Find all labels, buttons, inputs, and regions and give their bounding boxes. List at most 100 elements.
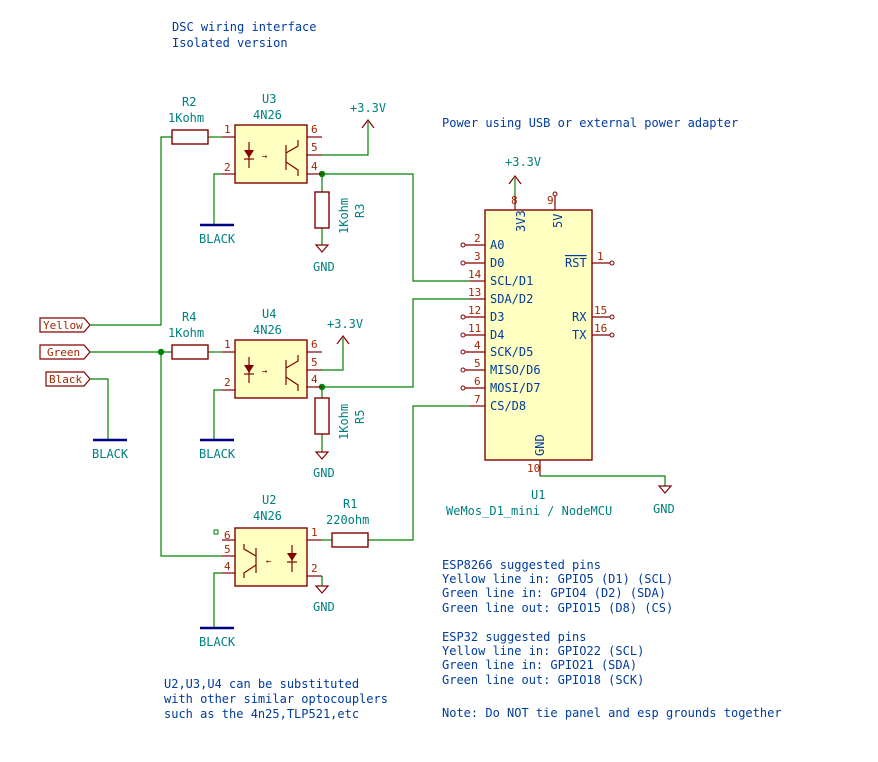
black-symbol-U4: BLACK [199, 438, 236, 461]
U1-pin-name-gnd: GND [533, 434, 547, 456]
black-label-4: BLACK [199, 635, 236, 649]
U1-pin-num-d3: 12 [468, 304, 481, 317]
U1-pin-num-d5: 4 [474, 339, 481, 352]
U1-pin-num-d2: 13 [468, 286, 481, 299]
R4-ref: R4 [182, 310, 196, 324]
U2-ref: U2 [262, 493, 276, 507]
U1-pin-name-d8: CS/D8 [490, 399, 526, 413]
black-label-1: BLACK [199, 232, 236, 246]
power-3v3-U4: +3.3V [327, 317, 363, 345]
U1-pin-name-rst: RST [565, 256, 587, 270]
resistor-R2[interactable]: R2 1Kohm [168, 95, 209, 145]
U1-pin-num-d0: 3 [474, 250, 481, 263]
wires [90, 122, 666, 628]
gnd-label-1: GND [313, 260, 335, 274]
power-3v3-label-2: +3.3V [327, 317, 363, 331]
esp8266-note-2: Green line in: GPIO4 (D2) (SDA) [442, 586, 666, 600]
U3-pin6: 6 [311, 123, 318, 136]
esp8266-note-3: Green line out: GPIO15 (D8) (CS) [442, 601, 673, 615]
U1-pin-num-d1: 14 [468, 268, 482, 281]
U1-right-pins: 1 15 16 RST RX TX [565, 250, 615, 342]
U4-pin2: 2 [224, 376, 231, 389]
power-3v3-label-3: +3.3V [505, 155, 541, 169]
optocoupler-U3[interactable]: U3 4N26 → 1 2 6 5 4 [222, 92, 322, 184]
U1-pin-name-a0: A0 [490, 238, 504, 252]
power-note: Power using USB or external power adapte… [442, 116, 738, 130]
gnd-label-4: GND [653, 502, 675, 516]
esp32-note-1: Yellow line in: GPIO22 (SCL) [442, 644, 644, 658]
gnd-label-2: GND [313, 466, 335, 480]
U1-pin-num-gnd: 10 [527, 462, 540, 475]
U1-pin-5v-name: 5V [551, 214, 565, 228]
R2-value: 1Kohm [168, 111, 204, 125]
esp32-note-2: Green line in: GPIO21 (SDA) [442, 658, 637, 672]
U4-pin1: 1 [224, 338, 231, 351]
gnd-symbol-R5: GND [313, 451, 335, 480]
U1-pin-name-tx: TX [572, 328, 587, 342]
gnd-symbol-U2: GND [313, 585, 335, 614]
U1-pin-name-d2: SDA/D2 [490, 292, 533, 306]
U1-value: WeMos_D1_mini / NodeMCU [446, 504, 612, 518]
esp8266-notes: ESP8266 suggested pins Yellow line in: G… [442, 558, 673, 615]
U3-pin1: 1 [224, 123, 231, 136]
R3-ref: R3 [353, 204, 367, 218]
R4-value: 1Kohm [168, 326, 204, 340]
module-U1[interactable]: 8 9 3V3 5V 2 3 14 13 12 11 4 5 6 7 A0 [446, 191, 615, 518]
U1-pin-name-d3: D3 [490, 310, 504, 324]
U1-pin-num-a0: 2 [474, 232, 481, 245]
net-label-black-text: Black [49, 373, 82, 386]
svg-text:→: → [262, 152, 268, 162]
U1-pin-name-rx: RX [572, 310, 587, 324]
optocoupler-U4[interactable]: U4 4N26 → 1 2 6 5 4 [222, 307, 322, 399]
U4-pin5: 5 [311, 356, 318, 369]
resistor-R1[interactable]: R1 220ohm [326, 497, 369, 548]
U1-pin-5v-num: 9 [547, 194, 554, 207]
black-label-2: BLACK [199, 447, 236, 461]
U1-pin-3v3-num: 8 [511, 194, 518, 207]
black-symbol-net: BLACK [92, 438, 129, 461]
R1-value: 220ohm [326, 513, 369, 527]
power-3v3-label-1: +3.3V [350, 101, 386, 115]
black-symbol-U3: BLACK [199, 223, 236, 246]
U2-value: 4N26 [253, 509, 282, 523]
R3-value: 1Kohm [337, 198, 351, 234]
esp8266-note-0: ESP8266 suggested pins [442, 558, 601, 572]
U1-pin-num-tx: 16 [594, 322, 607, 335]
U3-pin2: 2 [224, 161, 231, 174]
U1-pin-num-d4: 11 [468, 322, 481, 335]
ground-warning-note: Note: Do NOT tie panel and esp grounds t… [442, 706, 782, 720]
optocoupler-U2[interactable]: U2 4N26 ← 6 5 4 1 2 [213, 493, 322, 587]
esp32-note-3: Green line out: GPIO18 (SCK) [442, 673, 644, 687]
U2-pin6: 6 [224, 529, 231, 542]
net-label-black: Black [45, 371, 91, 387]
U2-pin4: 4 [224, 560, 231, 573]
svg-text:→: → [262, 367, 268, 377]
U1-pin-name-d6: MISO/D6 [490, 363, 541, 377]
black-label-3: BLACK [92, 447, 129, 461]
U1-pin-name-d7: MOSI/D7 [490, 381, 541, 395]
gnd-symbol-U1: GND [653, 485, 675, 516]
resistor-R5[interactable]: 1Kohm R5 [314, 397, 367, 440]
subst-note-1: with other similar optocouplers [164, 692, 388, 706]
R2-ref: R2 [182, 95, 196, 109]
U1-ref: U1 [531, 488, 545, 502]
R5-value: 1Kohm [337, 404, 351, 440]
subst-note-2: such as the 4n25,TLP521,etc [164, 707, 359, 721]
U1-pin-num-d6: 5 [474, 357, 481, 370]
U1-pin-name-d0: D0 [490, 256, 504, 270]
net-label-yellow-text: Yellow [43, 319, 83, 332]
U3-ref: U3 [262, 92, 276, 106]
U2-pin1: 1 [311, 526, 318, 539]
title-note-line-1: DSC wiring interface [172, 20, 317, 34]
title-note-line-2: Isolated version [172, 36, 288, 50]
gnd-symbol-R3: GND [313, 244, 335, 274]
U1-pin-num-rx: 15 [594, 304, 607, 317]
resistor-R4[interactable]: R4 1Kohm [168, 310, 209, 360]
R5-ref: R5 [353, 410, 367, 424]
U1-pin-num-d8: 7 [474, 393, 481, 406]
esp32-note-0: ESP32 suggested pins [442, 630, 587, 644]
U1-pin-3v3-name: 3V3 [514, 210, 528, 232]
resistor-R3[interactable]: 1Kohm R3 [314, 191, 367, 234]
U1-pin-name-d4: D4 [490, 328, 504, 342]
